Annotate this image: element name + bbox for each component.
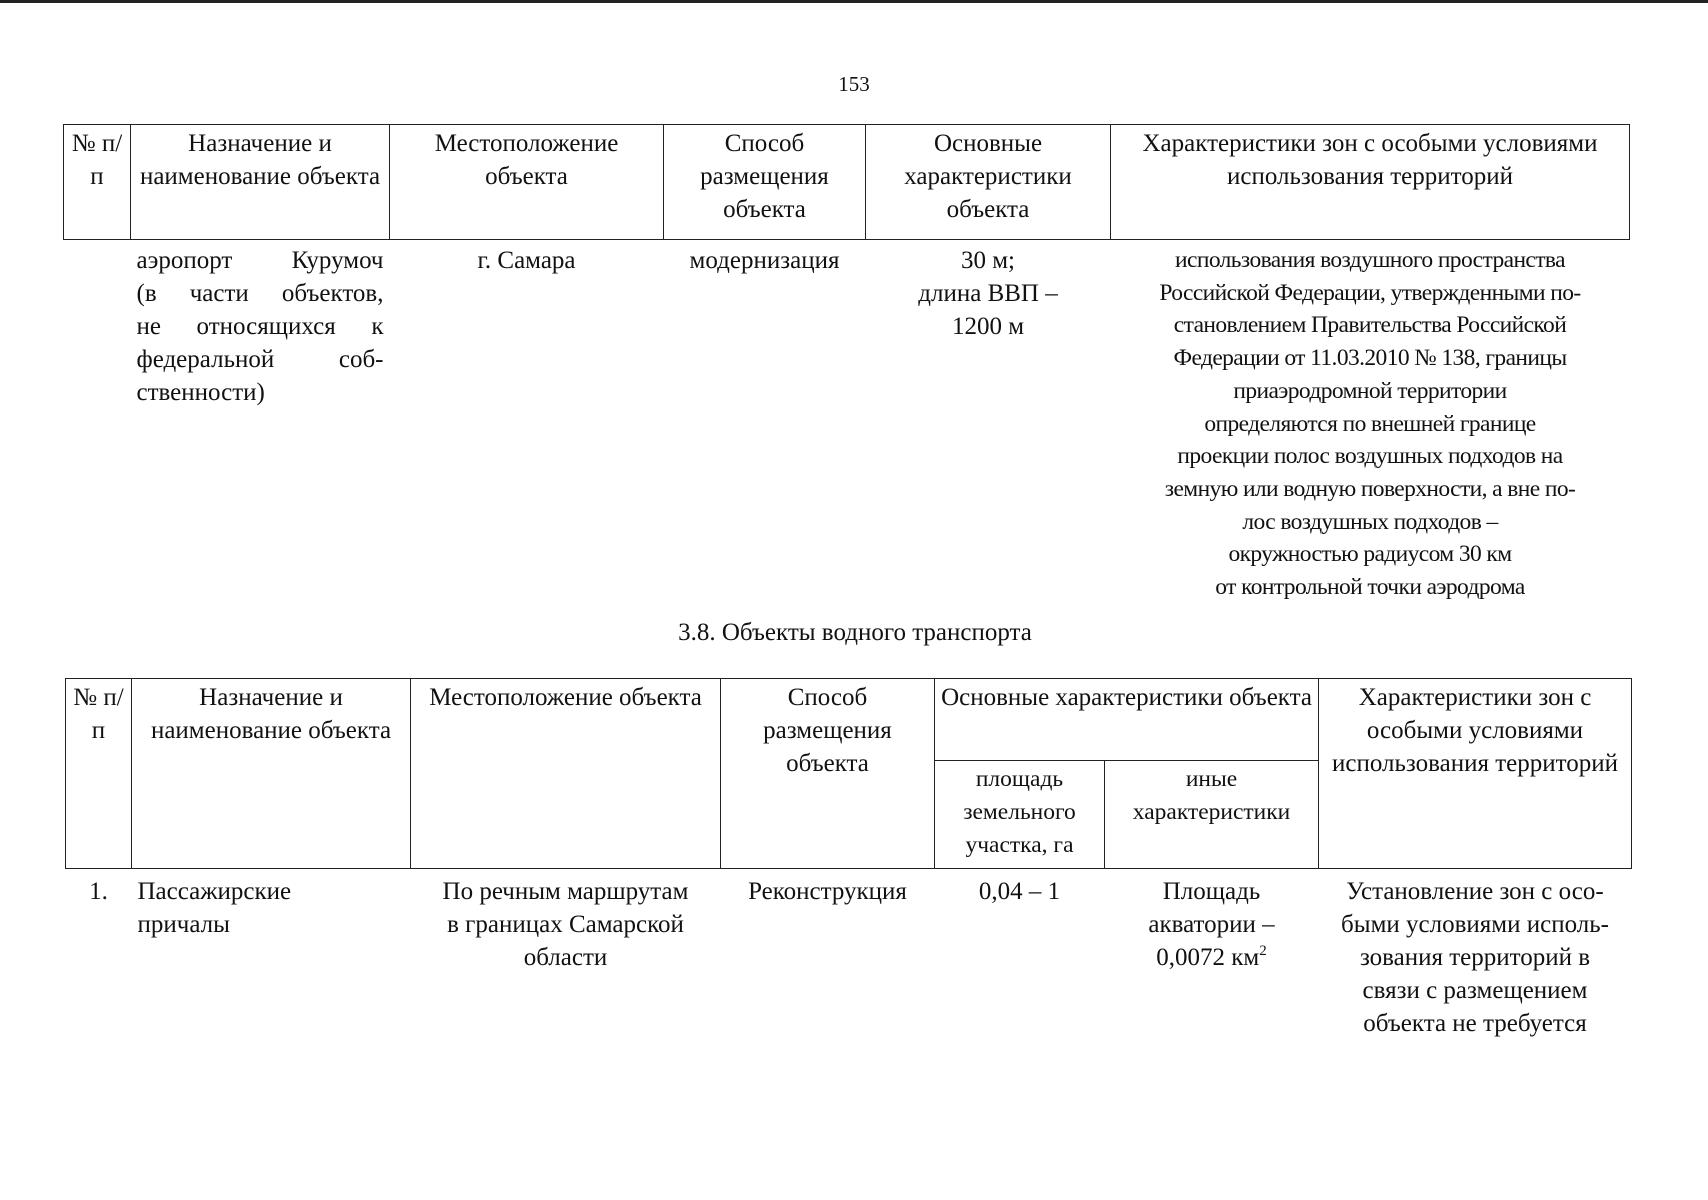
header-main-characteristics: Основные характеристики объекта: [934, 678, 1319, 761]
cell-name: аэропорт Курумоч (в части объектов, не о…: [136, 247, 384, 406]
cell-zones: использования воздушного пространства Ро…: [1159, 247, 1581, 601]
cell-area: 0,04 – 1: [978, 878, 1061, 905]
header-method: Способ размещения объекта: [663, 124, 866, 240]
table-subheader-row: площадь земельного участка, га иные хара…: [66, 760, 1632, 869]
area-value: 0,0072 км: [1156, 944, 1260, 971]
header-method: Способ размещения объекта: [720, 678, 935, 869]
header-name: Назначение и наименование объекта: [131, 678, 411, 869]
cell-number: [64, 240, 131, 604]
header-number: № п/п: [63, 124, 131, 240]
cell-method: модернизация: [689, 247, 840, 274]
cell-name: Пассажирские причалы: [137, 878, 292, 938]
page-number: 153: [838, 72, 870, 96]
header-location: Местоположение объекта: [389, 124, 664, 240]
cell-location: По речным маршрутам в границах Самарской…: [442, 878, 689, 971]
section-title: 3.8. Объекты водного транспорта: [678, 619, 1032, 646]
cell-zones: Установление зон с осо- быми условиями и…: [1341, 878, 1609, 1037]
cell-location: г. Самара: [477, 247, 576, 274]
header-area: площадь земельного участка, га: [934, 760, 1105, 869]
cell-other: Площадь акватории – 0,0072 км2: [1148, 878, 1275, 971]
table-header-row: № п/п Назначение и наименование объекта …: [63, 124, 1630, 240]
water-transport-table: № п/п Назначение и наименование объекта …: [65, 678, 1632, 1040]
header-location: Местоположение объекта: [410, 678, 721, 869]
header-zones: Характеристики зон с особыми условиями и…: [1318, 678, 1632, 869]
area-unit-superscript: 2: [1259, 943, 1267, 959]
header-zones: Характеристики зон с особыми условиями и…: [1110, 124, 1630, 240]
cell-characteristics: 30 м; длина ВВП – 1200 м: [918, 247, 1058, 340]
header-characteristics: Основные характеристики объекта: [865, 124, 1111, 240]
cell-method: Реконструкция: [748, 878, 907, 905]
airport-table: № п/п Назначение и наименование объекта …: [63, 124, 1630, 604]
page-top-border: [0, 0, 1708, 3]
cell-number: 1.: [89, 878, 108, 905]
table-row: аэропорт Курумоч (в части объектов, не о…: [64, 240, 1630, 604]
table-header-row: № п/п Назначение и наименование объекта …: [65, 678, 1632, 869]
header-other: иные характеристики: [1104, 760, 1319, 869]
header-name: Назначение и наименование объекта: [130, 124, 390, 240]
header-number: № п/п: [65, 678, 132, 869]
table-row: 1. Пассажирские причалы По речным маршру…: [66, 869, 1632, 1041]
